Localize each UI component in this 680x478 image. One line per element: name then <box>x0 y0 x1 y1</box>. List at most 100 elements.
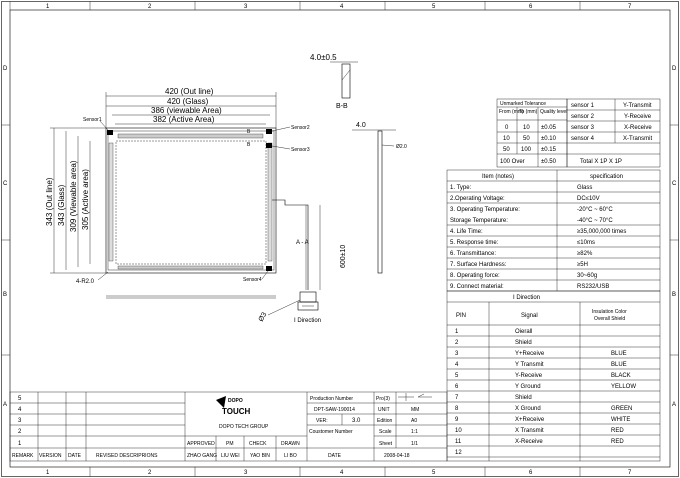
tol-r3-q: ±0.15 <box>541 147 557 153</box>
label-b-mid: B <box>247 142 251 148</box>
dim-thickness-top: 4.0±0.5 <box>310 53 337 62</box>
pin-color: RED <box>611 428 624 434</box>
row-b-left: B <box>3 292 7 298</box>
pin-number: 9 <box>455 417 459 423</box>
pin-table: I Direction PIN Signal Insulation Color … <box>446 290 661 462</box>
sensor-4-name: sensor 4 <box>571 136 595 142</box>
connector-plug <box>297 301 319 311</box>
reflector-left <box>108 142 114 262</box>
tol-header-quality: Quality level <box>540 109 567 115</box>
pro-label: Pro(3) <box>376 396 390 402</box>
pin-signal: Y Transmit <box>515 362 544 368</box>
sensor-1-name: sensor 1 <box>571 103 595 109</box>
tol-r1-to: 10 <box>523 125 530 131</box>
pin-signal: X+Receive <box>515 417 545 423</box>
spec-2-value: DC≤10V <box>577 196 600 202</box>
row-c-right: C <box>672 181 677 187</box>
spec-5-item: 5. Response time: <box>450 240 499 246</box>
dim-viewable-width: 386 (viewable Area) <box>151 106 222 115</box>
col-5-top: 5 <box>432 4 436 10</box>
sensor1-block <box>107 130 113 135</box>
col-4-bottom: 4 <box>340 470 344 476</box>
sensor-table: sensor 1 Y-Transmit sensor 2 Y-Receive s… <box>566 98 661 168</box>
company-name: DOPO TECH GROUP <box>219 424 269 430</box>
pin-number: 10 <box>455 428 462 434</box>
pin-header-pin: PIN <box>456 313 466 319</box>
pin-direction: I Direction <box>513 295 540 301</box>
tol-r4-from: 100 Over <box>500 159 525 165</box>
pin-signal: X Ground <box>515 406 541 412</box>
approval-check: CHECK <box>249 441 267 447</box>
pin-signal: Y+Receive <box>515 351 545 357</box>
spec-9-value: RS232/USB <box>577 284 609 290</box>
edition-label: Edition <box>377 418 393 424</box>
spec-5-value: ≤10ms <box>577 240 595 246</box>
col-4-top: 4 <box>340 4 344 10</box>
dim-active-height: 305 (Active area) <box>81 169 90 230</box>
approval-approved: APPROVED <box>187 441 215 447</box>
pin-number: 4 <box>455 362 459 368</box>
spec-6-value: ≥82% <box>577 251 593 257</box>
tol-r1-q: ±0.05 <box>541 125 557 131</box>
sensor2-block <box>266 129 272 134</box>
ver-value: 3.0 <box>352 418 361 424</box>
unit-label: UNIT <box>378 407 390 413</box>
spec-3-value: -20°C ~ 60°C <box>577 207 613 213</box>
spec-table: Item (notes) specification 1. Type: Glas… <box>446 169 661 292</box>
panel-active-area <box>115 140 267 265</box>
column-markers-top: 1 2 3 4 5 6 7 <box>9 1 632 10</box>
label-sensor4: Sensor4 <box>243 277 262 283</box>
pin-signal: Y Ground <box>515 384 541 390</box>
dim-out-line-height: 343 (Out line) <box>45 177 54 226</box>
approval-pm: PM <box>226 441 234 447</box>
name-pm: LIU WEI <box>221 453 240 459</box>
col-1-bottom: 1 <box>46 470 50 476</box>
spec-8-item: 8. Operating force: <box>450 273 500 279</box>
tol-r4-q: ±0.50 <box>541 159 557 165</box>
spec-2-item: 2.Operating Voltage: <box>450 196 505 202</box>
production-number-label: Production Number <box>310 396 353 402</box>
dim-thickness: 4.0 <box>356 122 366 129</box>
pin-signal: X Transmit <box>515 428 544 434</box>
spec-6-item: 6. Transmittance: <box>450 251 496 257</box>
col-6-bottom: 6 <box>529 470 533 476</box>
dim-glass-width: 420 (Glass) <box>167 97 209 106</box>
pin-header-color: Insulation Color <box>592 309 627 315</box>
tol-r3-from: 50 <box>503 147 510 153</box>
tol-header-to: To (mm) <box>519 109 538 115</box>
rev-header-remark: REMARK <box>12 453 34 459</box>
sensor-total: Total X 1P X 1P <box>580 159 622 165</box>
spec-header-spec: specification <box>590 174 623 180</box>
pin-signal: Shield <box>515 340 532 346</box>
spec-3b-item: Storage Temperature: <box>450 218 508 224</box>
sensor-4-func: X-Transmit <box>623 136 652 142</box>
pin-number: 3 <box>455 351 459 357</box>
row-a-right: A <box>672 402 676 408</box>
pin-number: 1 <box>455 329 459 335</box>
pin-signal: Y-Receive <box>515 373 543 379</box>
label-b-top: B <box>247 129 251 135</box>
logo-top-text: DOPO <box>228 398 243 404</box>
panel-drawing: 420 (Out line) 420 (Glass) 386 (viewable… <box>45 53 407 324</box>
col-3-bottom: 3 <box>244 470 248 476</box>
tol-r3-to: 100 <box>521 147 532 153</box>
date-value: 2008-04-18 <box>384 453 410 459</box>
label-sensor2: Sensor2 <box>291 125 310 131</box>
col-5-bottom: 5 <box>432 470 436 476</box>
dim-viewable-height: 309 (Viewable area) <box>69 160 78 232</box>
panel-glass-inner <box>107 130 275 271</box>
label-section-aa: A - A <box>296 240 309 246</box>
row-markers: D C B A D C B A <box>1 66 679 408</box>
rev-header-desc: REVISED DESCRIPRIONS <box>96 453 158 459</box>
pin-number: 2 <box>455 340 459 346</box>
sensor-2-func: Y-Receive <box>624 114 652 120</box>
col-2-top: 2 <box>148 4 152 10</box>
pin-number: 8 <box>455 406 459 412</box>
pin-color: YELLOW <box>611 384 636 390</box>
pin-color: BLUE <box>611 362 627 368</box>
rev-header-date: DATE <box>68 453 82 459</box>
tol-r2-q: ±0.10 <box>541 136 557 142</box>
rev-4: 4 <box>18 407 22 413</box>
edition-value: A0 <box>411 418 417 424</box>
